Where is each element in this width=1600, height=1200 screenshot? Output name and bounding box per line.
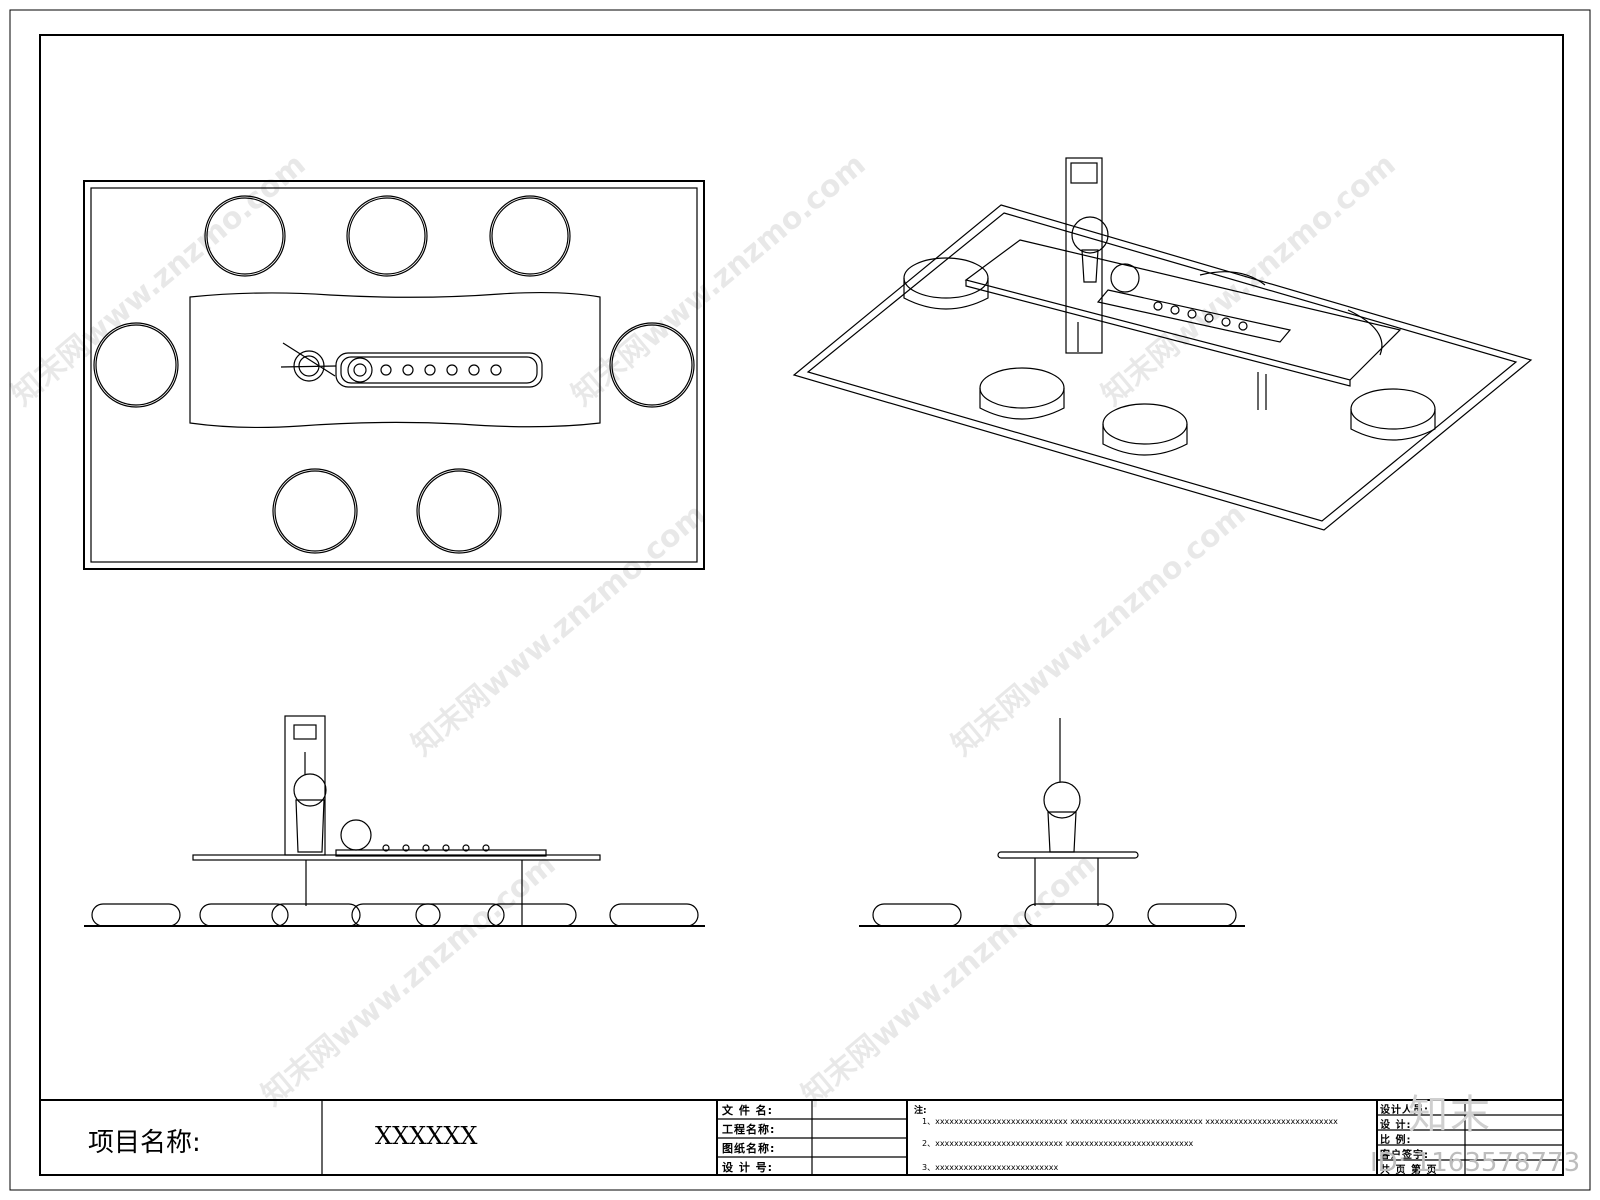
note-2: 2、xxxxxxxxxxxxxxxxxxxxxxxxxxx xxxxxxxxxx… — [922, 1139, 1194, 1148]
design-label: 设 计: — [1380, 1120, 1412, 1131]
project-title-label: 工程名称: — [722, 1123, 776, 1136]
side-elevation — [859, 718, 1245, 927]
drawing-frame — [39, 34, 1564, 1176]
client-signature-label: 客户签字: — [1380, 1150, 1429, 1161]
scale-label: 比 例: — [1380, 1135, 1412, 1146]
watermark-id: ID: 1163578773 — [1370, 1148, 1581, 1178]
note-3: 3、xxxxxxxxxxxxxxxxxxxxxxxxxx — [922, 1163, 1059, 1172]
watermark-logo: 知末 — [1408, 1092, 1492, 1138]
axonometric-view — [792, 157, 1533, 531]
outer-border — [9, 9, 1591, 1191]
title-block-grid — [40, 1099, 1563, 1175]
drawing-name-label: 图纸名称: — [722, 1142, 776, 1155]
notes-heading: 注: — [914, 1106, 927, 1116]
page-count-label: 共 页 第 页 — [1380, 1165, 1438, 1176]
design-number-label: 设 计 号: — [722, 1161, 774, 1174]
project-name-label: 项目名称: — [88, 1128, 201, 1158]
file-name-label: 文 件 名: — [722, 1104, 774, 1117]
note-1: 1、xxxxxxxxxxxxxxxxxxxxxxxxxxxx xxxxxxxxx… — [922, 1117, 1338, 1126]
designer-label: 设计人员: — [1380, 1105, 1429, 1116]
plan-view — [83, 180, 705, 570]
front-elevation — [84, 715, 705, 927]
project-name-value: XXXXXX — [375, 1122, 478, 1150]
